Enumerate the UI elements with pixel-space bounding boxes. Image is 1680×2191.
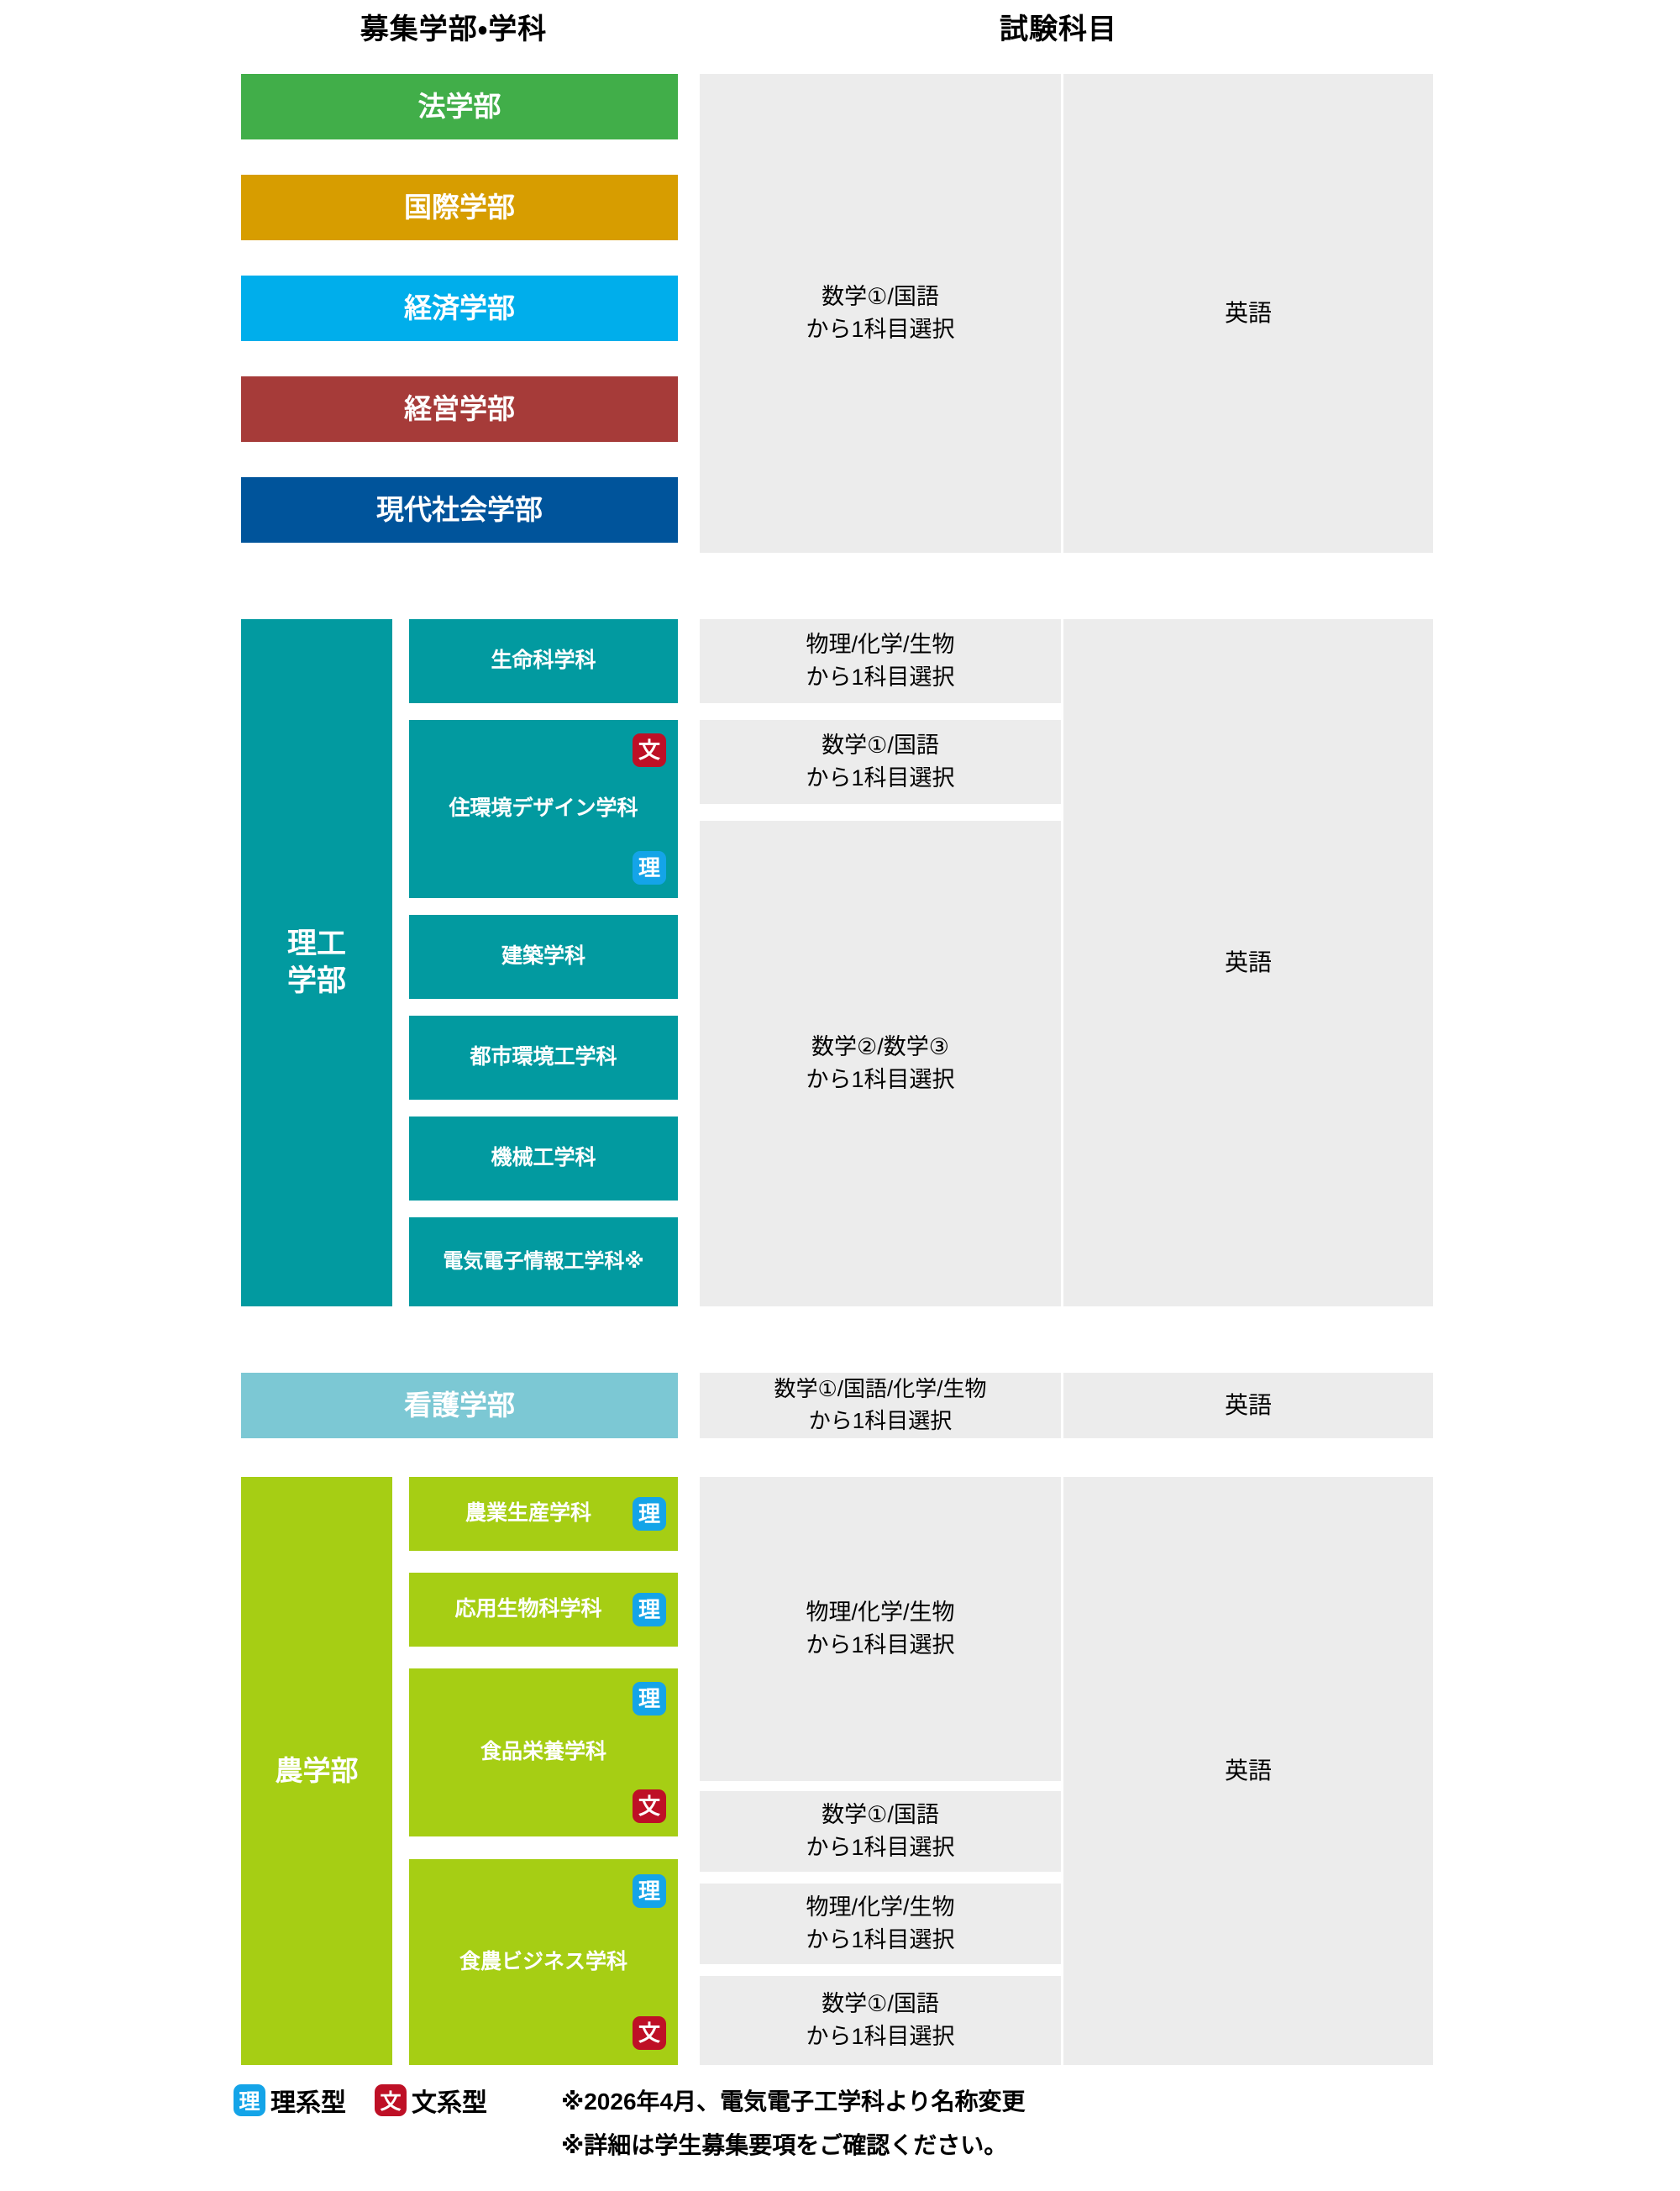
faculty-tile-international[interactable]: 国際学部 [241, 175, 678, 240]
subject-cell-math-or-japanese-g4a: 数学①/国語 から1科目選択 [700, 1791, 1061, 1872]
subject-cell-math-japanese-chem-bio-g3: 数学①/国語/化学/生物 から1科目選択 [700, 1373, 1061, 1438]
faculty-tile-economics[interactable]: 経済学部 [241, 276, 678, 341]
badge-bunkei-food-agri-business: 文 [633, 2016, 666, 2050]
subject-cell-physics-chem-bio-g4b: 物理/化学/生物 から1科目選択 [700, 1884, 1061, 1964]
dept-tile-label: 応用生物科学科 [454, 1597, 602, 1621]
subject-cell-math-or-japanese-g2: 数学①/国語 から1科目選択 [700, 720, 1061, 804]
dept-tile-architecture[interactable]: 建築学科 [409, 915, 678, 999]
dept-tile-applied-bioscience[interactable]: 応用生物科学科 理 [409, 1573, 678, 1647]
dept-tile-mechanical-engineering[interactable]: 機械工学科 [409, 1117, 678, 1201]
header-departments: 募集学部・学科 [360, 13, 548, 45]
subject-cell-english-g1: 英語 [1063, 74, 1433, 553]
dept-tile-food-nutrition[interactable]: 食品栄養学科 理 文 [409, 1668, 678, 1836]
badge-rikei-agricultural-production: 理 [633, 1497, 666, 1531]
subject-cell-math-or-japanese-g1: 数学①/国語 から1科目選択 [700, 74, 1061, 553]
dept-tile-label: 農業生産学科 [465, 1501, 591, 1526]
legend-badge-bunkei: 文 [375, 2084, 407, 2116]
subject-cell-math2-or-math3-g2: 数学②/数学③ から1科目選択 [700, 821, 1061, 1306]
legend-label-rikei: 理系型 [270, 2089, 346, 2117]
subject-cell-english-g2: 英語 [1063, 619, 1433, 1306]
dept-tile-urban-environment-engineering[interactable]: 都市環境工学科 [409, 1016, 678, 1100]
dept-tile-electrical-electronic-information-engineering[interactable]: 電気電子情報工学科※ [409, 1217, 678, 1306]
faculty-tile-contemporary-society[interactable]: 現代社会学部 [241, 477, 678, 543]
subject-cell-math-or-japanese-g4b: 数学①/国語 から1科目選択 [700, 1976, 1061, 2065]
subject-cell-physics-chem-bio-g2: 物理/化学/生物 から1科目選択 [700, 619, 1061, 703]
dept-tile-agricultural-production[interactable]: 農業生産学科 理 [409, 1477, 678, 1551]
subject-cell-physics-chem-bio-g4a: 物理/化学/生物 から1科目選択 [700, 1477, 1061, 1781]
faculty-tile-business[interactable]: 経営学部 [241, 376, 678, 442]
subject-cell-english-g3: 英語 [1063, 1373, 1433, 1438]
faculty-tile-law[interactable]: 法学部 [241, 74, 678, 139]
badge-rikei-food-nutrition: 理 [633, 1682, 666, 1715]
faculty-tile-agriculture[interactable]: 農学部 [241, 1477, 392, 2065]
badge-rikei-food-agri-business: 理 [633, 1874, 666, 1908]
dept-tile-label: 食農ビジネス学科 [459, 1949, 627, 1973]
header-exam-subjects: 試験科目 [1000, 13, 1117, 45]
badge-bunkei-living-environment-design: 文 [633, 733, 666, 767]
dept-tile-label: 住環境デザイン学科 [449, 796, 638, 821]
note-see-guidelines: ※詳細は学生募集要項をご確認ください。 [561, 2132, 1008, 2158]
legend: 理理系型 文文系型 [234, 2082, 586, 2119]
legend-badge-rikei: 理 [234, 2084, 265, 2116]
faculty-tile-nursing[interactable]: 看護学部 [241, 1373, 678, 1438]
legend-label-bunkei: 文系型 [412, 2089, 487, 2117]
dept-tile-living-environment-design[interactable]: 住環境デザイン学科 文 理 [409, 720, 678, 898]
dept-tile-label: 食品栄養学科 [480, 1740, 606, 1764]
dept-tile-food-agri-business[interactable]: 食農ビジネス学科 理 文 [409, 1859, 678, 2065]
dept-tile-life-science[interactable]: 生命科学科 [409, 619, 678, 703]
badge-rikei-applied-bioscience: 理 [633, 1593, 666, 1626]
note-name-change: ※2026年4月、電気電子工学科より名称変更 [561, 2089, 1026, 2115]
faculty-tile-science-engineering[interactable]: 理工 学部 [241, 619, 392, 1306]
subject-cell-english-g4: 英語 [1063, 1477, 1433, 2065]
badge-rikei-living-environment-design: 理 [633, 851, 666, 885]
badge-bunkei-food-nutrition: 文 [633, 1789, 666, 1823]
